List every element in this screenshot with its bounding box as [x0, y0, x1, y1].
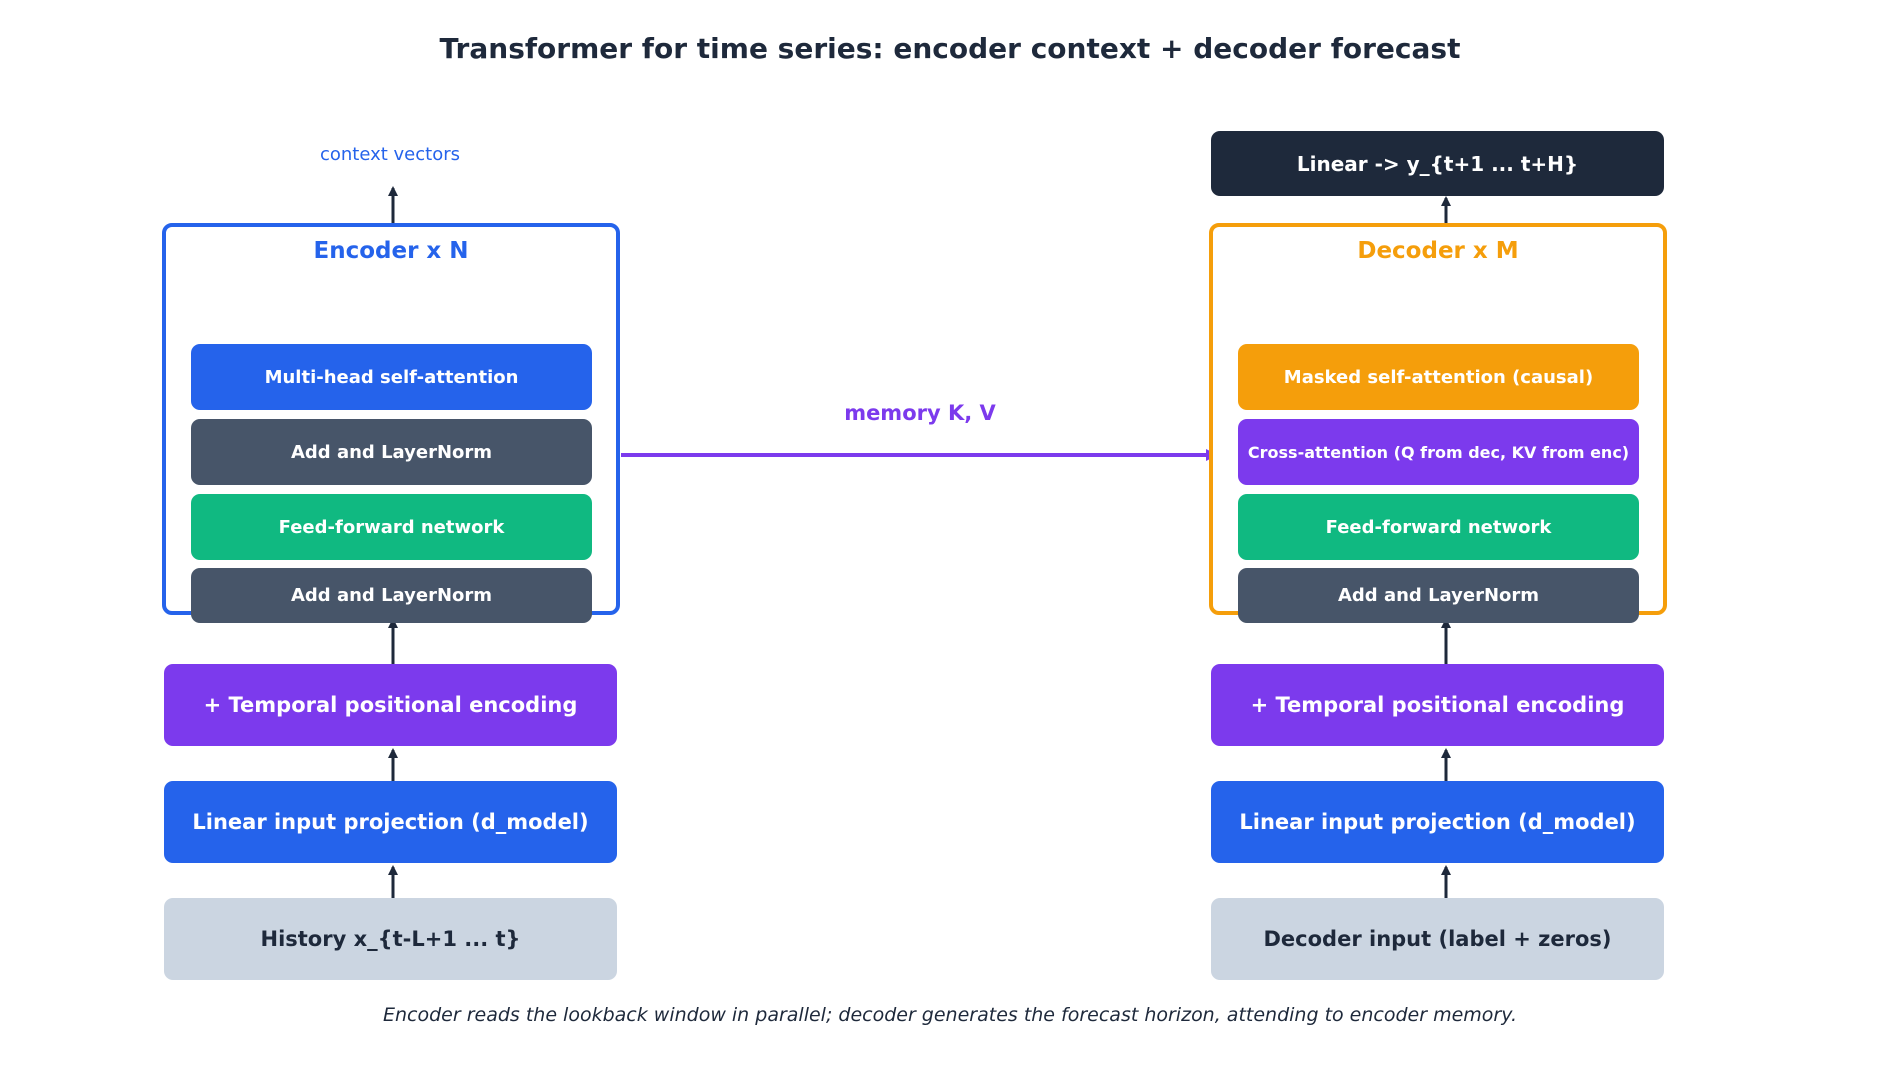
decoder-cross-attention-block: Cross-attention (Q from dec, KV from enc… — [1238, 419, 1639, 485]
encoder-positional-encoding-block: + Temporal positional encoding — [164, 664, 617, 746]
decoder-input-block: Decoder input (label + zeros) — [1211, 898, 1664, 980]
decoder-ffn-block: Feed-forward network — [1238, 494, 1639, 560]
encoder-ffn-block: Feed-forward network — [191, 494, 592, 560]
diagram-title: Transformer for time series: encoder con… — [439, 32, 1461, 65]
memory-kv-label: memory K, V — [844, 401, 996, 425]
diagram-caption: Encoder reads the lookback window in par… — [382, 1004, 1518, 1026]
decoder-stack-title: Decoder x M — [1357, 238, 1519, 264]
encoder-input-projection-block: Linear input projection (d_model) — [164, 781, 617, 863]
encoder-stack-title: Encoder x N — [313, 238, 469, 264]
context-vectors-label: context vectors — [319, 144, 461, 165]
encoder-history-input-block: History x_{t-L+1 ... t} — [164, 898, 617, 980]
decoder-output-head-block: Linear -> y_{t+1 ... t+H} — [1211, 131, 1664, 196]
encoder-add-norm-2-block: Add and LayerNorm — [191, 568, 592, 623]
encoder-add-norm-1-block: Add and LayerNorm — [191, 419, 592, 485]
decoder-positional-encoding-block: + Temporal positional encoding — [1211, 664, 1664, 746]
decoder-add-norm-block: Add and LayerNorm — [1238, 568, 1639, 623]
decoder-masked-self-attention-block: Masked self-attention (causal) — [1238, 344, 1639, 410]
decoder-input-projection-block: Linear input projection (d_model) — [1211, 781, 1664, 863]
encoder-self-attention-block: Multi-head self-attention — [191, 344, 592, 410]
